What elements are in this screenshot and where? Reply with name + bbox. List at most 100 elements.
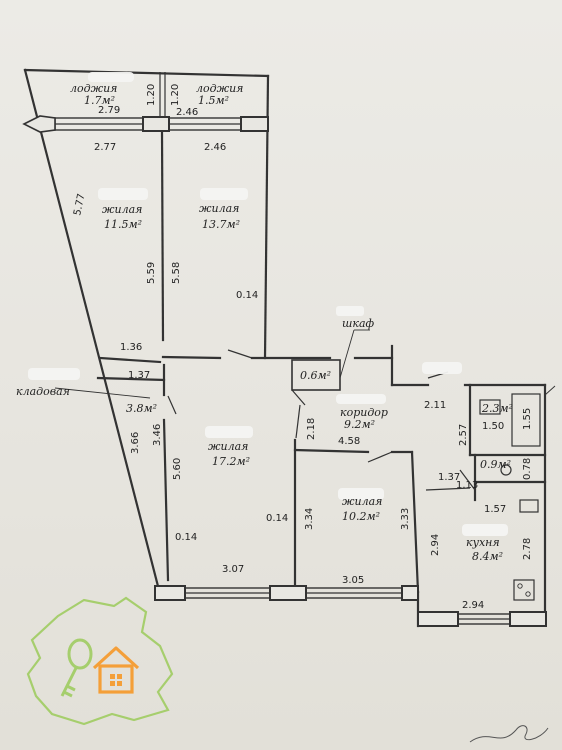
redaction-5 <box>205 426 253 438</box>
room-area-living-2: 13.7м² <box>202 218 240 231</box>
dim-label: 1.36 <box>120 342 142 353</box>
room-name-living-1: жилая <box>102 203 142 216</box>
leader-bath <box>544 385 556 396</box>
wall-bottom-block-2 <box>269 585 307 601</box>
dim-label: 0.14 <box>175 532 197 543</box>
dim-label: 2.79 <box>98 105 120 116</box>
dim-label: 1.50 <box>482 421 504 432</box>
dim-label: 1.13 <box>456 480 478 491</box>
redaction-9 <box>462 524 508 536</box>
wall-kitchen-top <box>425 487 471 491</box>
redaction-6 <box>338 488 384 500</box>
leaders <box>54 329 556 399</box>
dim-label: 5.60 <box>172 458 183 480</box>
room-area-living-1: 11.5м² <box>104 218 142 231</box>
room-area-corridor: 9.2м² <box>344 418 375 431</box>
dim-label: 1.20 <box>170 84 181 106</box>
loggia-wall-block-right <box>240 116 269 132</box>
dim-label: 2.78 <box>522 538 533 560</box>
redaction-4 <box>28 368 80 380</box>
wall-living-3-left <box>162 418 170 582</box>
room-name-corridor: коридор <box>340 406 388 419</box>
dim-label: 2.46 <box>176 107 198 118</box>
stove-burner-1 <box>517 583 523 589</box>
house-icon <box>92 646 140 694</box>
redaction-1 <box>88 72 134 82</box>
dim-label: 2.11 <box>424 400 446 411</box>
wall-kitchen-bottom-block <box>417 611 459 627</box>
wardrobe-door <box>291 389 306 406</box>
redaction-10 <box>336 306 364 316</box>
redaction-2 <box>98 188 148 200</box>
door-storage <box>167 395 177 415</box>
kitchen-sink <box>519 499 539 513</box>
door-living-3 <box>295 404 301 439</box>
wall-bottom-block-3 <box>401 585 419 601</box>
room-area-kitchen: 8.4м² <box>472 550 503 563</box>
wall-kitchen-bottom-right <box>509 611 547 627</box>
room-area-toilet: 0.9м² <box>480 458 511 471</box>
dim-label: 5.58 <box>171 262 182 284</box>
stove-burner-2 <box>525 591 531 597</box>
dim-label: 5.59 <box>146 262 157 284</box>
dim-label: 1.37 <box>438 472 460 483</box>
wall-living-4-top <box>293 448 370 454</box>
wardrobe-box <box>291 359 341 391</box>
dim-label: 1.20 <box>146 84 157 106</box>
wall-top <box>23 68 270 78</box>
wall-living-1-2 <box>160 130 165 342</box>
room-name-living-3: жилая <box>208 440 248 453</box>
wall-living-4-right <box>410 450 420 594</box>
dim-label: 3.46 <box>152 424 163 446</box>
dim-label: 2.77 <box>94 142 116 153</box>
room-name-storage: кладовая <box>16 385 70 398</box>
dim-label: 2.18 <box>306 418 317 440</box>
door-swing-1 <box>227 349 253 359</box>
dim-label: 0.78 <box>522 458 533 480</box>
wall-left-diagonal <box>23 68 162 596</box>
dim-label: 0.14 <box>266 513 288 524</box>
country-outline-icon <box>26 596 174 726</box>
dim-label: 1.57 <box>484 504 506 515</box>
key-icon <box>60 638 93 698</box>
wall-storage-top <box>96 376 166 382</box>
room-name-kitchen: кухня <box>466 536 500 549</box>
room-area-loggia-left: 1.7м² <box>84 94 115 107</box>
room-area-storage: 3.8м² <box>126 402 157 415</box>
dim-label: 2.57 <box>458 424 469 446</box>
dim-label: 2.94 <box>430 534 441 556</box>
dim-label: 3.33 <box>400 508 411 530</box>
dim-label: 3.34 <box>304 508 315 530</box>
dim-label: 5.77 <box>72 193 87 217</box>
toilet-bowl <box>500 464 512 476</box>
dim-label: 0.14 <box>236 290 258 301</box>
leader-storage <box>54 387 151 399</box>
room-area-wardrobe: 0.6м² <box>300 369 331 382</box>
room-labels: лоджия 1.7м² лоджия 1.5м² жилая 11.5м² ж… <box>16 82 513 563</box>
room-area-living-4: 10.2м² <box>342 510 380 523</box>
dimension-labels: 2.79 1.20 1.20 2.46 2.77 2.46 5.77 5.59 … <box>72 84 533 611</box>
signature-scribble <box>469 725 549 743</box>
wall-mid-center <box>161 355 222 360</box>
door-living-4 <box>367 451 393 463</box>
dim-label: 3.66 <box>130 432 141 454</box>
loggia-wall-end <box>22 115 56 133</box>
room-name-loggia-left: лоджия <box>70 82 117 95</box>
room-name-loggia-right: лоджия <box>196 82 243 95</box>
redaction-8 <box>422 362 462 374</box>
door-toilet <box>459 469 476 491</box>
watermark-logo <box>26 596 174 726</box>
wall-mid-left <box>98 356 162 364</box>
stove-icon <box>513 579 535 601</box>
leader-wardrobe <box>339 329 355 379</box>
redactions <box>28 72 508 536</box>
walls <box>22 68 547 628</box>
dim-label: 4.58 <box>338 436 360 447</box>
dim-label: 1.37 <box>128 370 150 381</box>
redaction-7 <box>336 394 386 404</box>
bathtub <box>511 393 541 447</box>
room-name-living-4: жилая <box>342 495 382 508</box>
room-area-bathroom: 2.3м² <box>481 402 513 415</box>
